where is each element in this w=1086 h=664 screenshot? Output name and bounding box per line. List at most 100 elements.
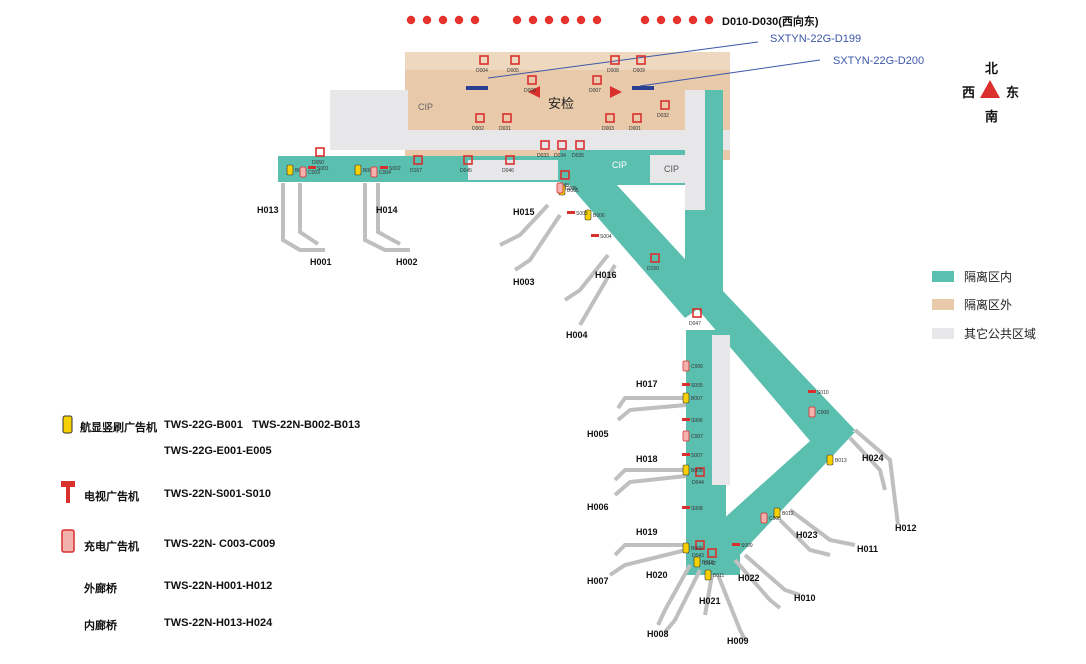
ad-label-b009: B009 [691,546,703,552]
ad-marker-c003 [299,166,307,178]
bridge-h023 [778,518,831,557]
gate-label-h006: H006 [587,502,609,512]
ad-label-s004: S004 [600,234,612,240]
screen-label-d031: D031 [499,126,511,132]
ad-label-s008: S008 [691,506,703,512]
bridges-layer [281,183,900,641]
bridge-h024 [848,436,887,491]
key-vertical-display-name: 航显竖刷广告机 [80,422,157,434]
screen-marker-d150 [650,253,660,263]
ad-marker-b010 [693,556,701,568]
bridge-h014 [363,183,410,252]
ad-label-s001: S001 [317,166,329,172]
ad-label-s006: S006 [691,418,703,424]
screen-marker-d002 [475,113,485,123]
bridge-h013 [281,183,325,252]
legend-swatch-landside [932,299,954,310]
screen-marker-d043 [695,540,705,550]
top-dot [512,15,522,25]
ad-marker-s004 [591,234,599,237]
ad-label-b005: B005 [567,188,579,194]
ad-marker-s001 [308,166,316,169]
bridge-h006 [613,474,687,497]
screen-label-d050: D050 [312,160,324,166]
gate-label-h016: H016 [595,270,617,280]
arrow-red-left [528,86,540,98]
legend-label-public: 其它公共区域 [964,327,1037,341]
gate-label-h001: H001 [310,257,332,267]
key-tv-name: 电视广告机 [84,491,139,503]
ad-label-c006: C006 [691,364,703,370]
gate-label-h017: H017 [636,379,658,389]
bridge-h004 [578,263,617,327]
gate-label-h024: H024 [862,453,884,463]
screen-label-d035: D035 [572,153,584,159]
screen-label-d167: D167 [410,168,422,174]
screen-marker-d034 [557,140,567,150]
screen-label-d002: D002 [472,126,484,132]
screen-label-d042: D042 [704,561,716,567]
gate-label-h015: H015 [513,207,535,217]
ad-marker-b008 [682,464,690,476]
screen-label-d033: D033 [537,153,549,159]
key-charging-codes: TWS-22N- C003-C009 [164,538,276,550]
screen-marker-d035 [575,140,585,150]
compass-west: 西 [962,85,976,100]
screen-marker-d046 [505,155,515,165]
top-dot [640,15,650,25]
arrow-red-right [610,86,622,98]
ad-marker-s005 [682,383,690,386]
ad-label-s002: S002 [389,166,401,172]
ad-marker-s003 [567,211,575,214]
screen-marker-d031 [502,113,512,123]
screen-marker-d003 [605,113,615,123]
ad-marker-b012 [773,507,781,519]
public-strip-row [405,130,730,150]
ad-marker-s010 [808,390,816,393]
public-block-cip [650,155,690,183]
screen-marker-d007 [592,75,602,85]
bridge-h010 [743,553,801,597]
ad-label-c009: C009 [817,410,829,416]
key-charging-name: 充电广告机 [84,541,139,553]
top-dot [406,15,416,25]
cip-label-3: CIP [664,164,679,174]
ad-label-s010: S010 [817,390,829,396]
cip-label-2: CIP [612,160,627,170]
key-vertical-display-codes-2: TWS-22G-E001-E005 [164,445,272,457]
top-dot [528,15,538,25]
gate-label-h018: H018 [636,454,658,464]
range-label: D010-D030(西向东) [722,16,819,28]
screen-label-d009: D009 [633,68,645,74]
bridge-h001 [298,183,320,246]
bridge-h018 [613,468,686,482]
gate-label-h009: H009 [727,636,749,646]
ad-marker-c009 [808,406,816,418]
callout-line-2 [639,59,821,87]
bridge-h002 [376,183,401,246]
public-south [712,335,730,485]
ad-label-s005: S005 [691,383,703,389]
legend-label-landside: 隔离区外 [964,298,1013,312]
screen-marker-d045 [463,155,473,165]
ad-label-c004: C004 [379,170,391,176]
screen-label-d001: D001 [629,126,641,132]
bridge-h011 [788,508,856,547]
legend-public: 其它公共区域 [932,325,1036,342]
ad-marker-b003 [286,164,294,176]
gate-label-h004: H004 [566,330,588,340]
top-dots [406,15,714,25]
top-dot [704,15,714,25]
top-dot [422,15,432,25]
ad-label-s003: S003 [576,211,588,217]
ad-marker-s009 [732,543,740,546]
callout-d200: SXTYN-22G-D200 [833,55,925,67]
screen-label-d045: D045 [460,168,472,174]
key-outer-bridge-name: 外廊桥 [84,583,117,595]
top-dot [544,15,554,25]
compass-north: 北 [985,61,999,76]
screen-label-d044: D044 [692,480,704,486]
security-label: 安检 [548,96,574,111]
gate-label-h021: H021 [699,596,721,606]
